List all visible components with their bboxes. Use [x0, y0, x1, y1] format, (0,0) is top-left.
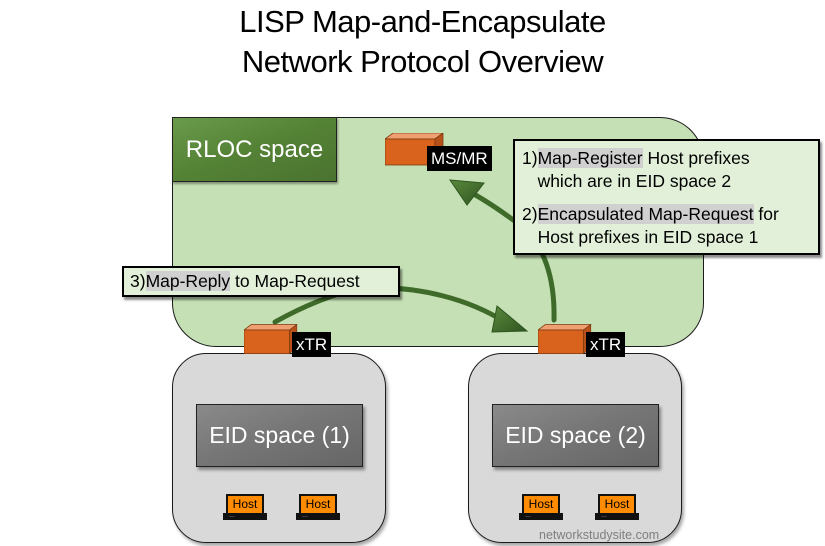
host-label: Host: [522, 494, 560, 515]
host-2b-icon: Host …: [595, 494, 639, 521]
steps-1-2-callout: 1) Map-Register Host prefixes which are …: [513, 139, 820, 255]
step-2-line: 2) Encapsulated Map-Request for Host pre…: [522, 204, 779, 247]
step-3-callout: 3) Map-Reply to Map-Request: [122, 266, 400, 297]
step-2-line-2: Host prefixes in EID space 1: [537, 227, 759, 247]
rloc-space-label: RLOC space: [172, 117, 337, 182]
host-label: Host: [598, 494, 636, 515]
step-1-line: 1) Map-Register Host prefixes which are …: [522, 148, 750, 191]
step-1-highlight: Map-Register: [537, 148, 643, 168]
title-line-1: LISP Map-and-Encapsulate: [239, 4, 606, 39]
step-1-line-2: which are in EID space 2: [537, 171, 732, 191]
title-line-2: Network Protocol Overview: [241, 44, 604, 79]
xtr-1-tag: xTR: [292, 332, 332, 357]
eid-space-2-label: EID space (2): [492, 404, 659, 467]
diagram-title: LISP Map-and-Encapsulate Network Protoco…: [0, 2, 825, 82]
host-2a-icon: Host …: [519, 494, 563, 521]
eid-space-1-label: EID space (1): [196, 404, 363, 467]
host-label: Host: [299, 494, 337, 515]
host-1a-icon: Host …: [223, 494, 267, 521]
watermark: networkstudysite.com: [539, 528, 660, 542]
step-3-highlight: Map-Reply: [145, 271, 231, 291]
step-2-highlight: Encapsulated Map-Request: [537, 204, 754, 224]
host-1b-icon: Host …: [296, 494, 340, 521]
ms-mr-tag: MS/MR: [427, 146, 492, 171]
host-label: Host: [226, 494, 264, 515]
xtr-2-tag: xTR: [586, 332, 626, 357]
